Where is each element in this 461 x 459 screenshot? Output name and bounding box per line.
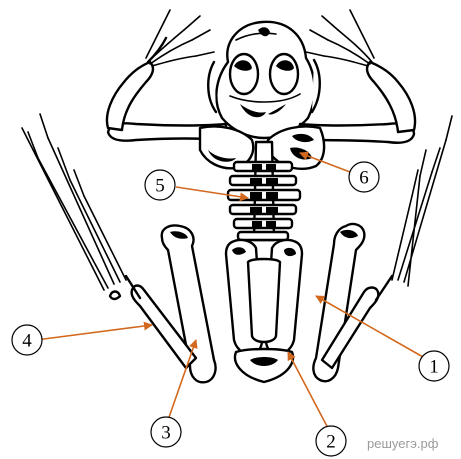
callout-label: 4 <box>22 331 32 352</box>
callout-1: 1 <box>419 351 449 381</box>
callout-6: 6 <box>349 162 379 192</box>
left-hindlimb <box>22 114 216 382</box>
callout-label: 5 <box>155 176 165 197</box>
watermark: решуегэ.рф <box>367 436 439 451</box>
callout-label: 1 <box>429 357 439 378</box>
pelvis <box>226 240 302 382</box>
skull <box>208 22 320 138</box>
right-hindlimb <box>313 116 452 381</box>
callout-5: 5 <box>145 170 175 200</box>
callout-label: 6 <box>359 168 369 189</box>
callout-3: 3 <box>151 417 181 447</box>
leader-4 <box>36 325 152 340</box>
callout-2: 2 <box>316 426 346 456</box>
callout-4: 4 <box>12 325 42 355</box>
callout-label: 2 <box>326 432 336 453</box>
callout-label: 3 <box>161 423 171 444</box>
